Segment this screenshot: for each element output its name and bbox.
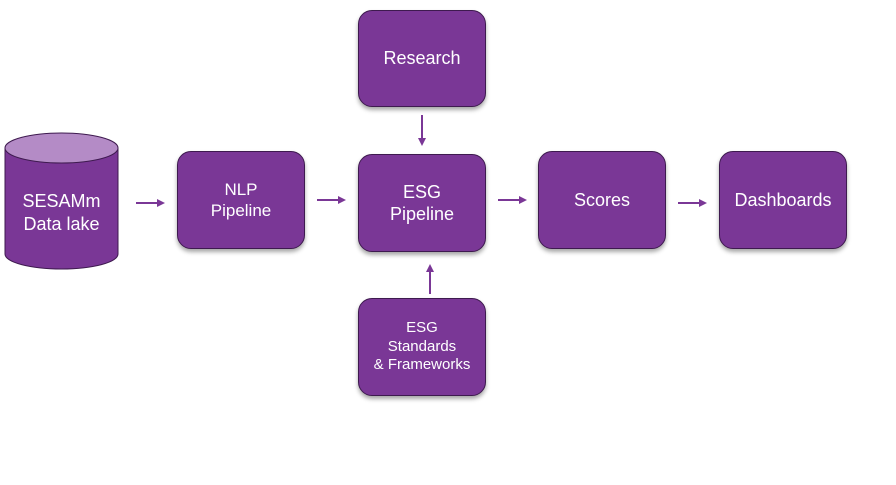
esg-pipeline-line1: ESG xyxy=(402,181,441,202)
data-lake-line2: Data lake xyxy=(23,214,100,234)
data-lake-node: SESAMm Data lake xyxy=(4,132,119,270)
scores-node: Scores xyxy=(538,151,666,249)
research-label: Research xyxy=(383,48,461,69)
esg-standards-line2: Standards xyxy=(387,337,457,355)
esg-standards-line1: ESG xyxy=(406,318,438,336)
nlp-pipeline-line1: NLP xyxy=(224,179,258,199)
esg-standards-line3: & Frameworks xyxy=(373,356,471,374)
dashboards-label: Dashboards xyxy=(734,189,832,210)
esg-pipeline-node: ESG Pipeline xyxy=(358,154,486,252)
nlp-pipeline-node: NLP Pipeline xyxy=(177,151,305,249)
esg-standards-node: ESG Standards & Frameworks xyxy=(358,298,486,396)
scores-label: Scores xyxy=(573,189,631,210)
database-cylinder-icon xyxy=(4,132,119,270)
research-node: Research xyxy=(358,10,486,107)
data-lake-label: SESAMm Data lake xyxy=(4,132,119,270)
nlp-pipeline-line2: Pipeline xyxy=(210,201,272,220)
data-lake-line1: SESAMm xyxy=(22,190,101,211)
esg-pipeline-line2: Pipeline xyxy=(389,204,455,224)
dashboards-node: Dashboards xyxy=(719,151,847,249)
